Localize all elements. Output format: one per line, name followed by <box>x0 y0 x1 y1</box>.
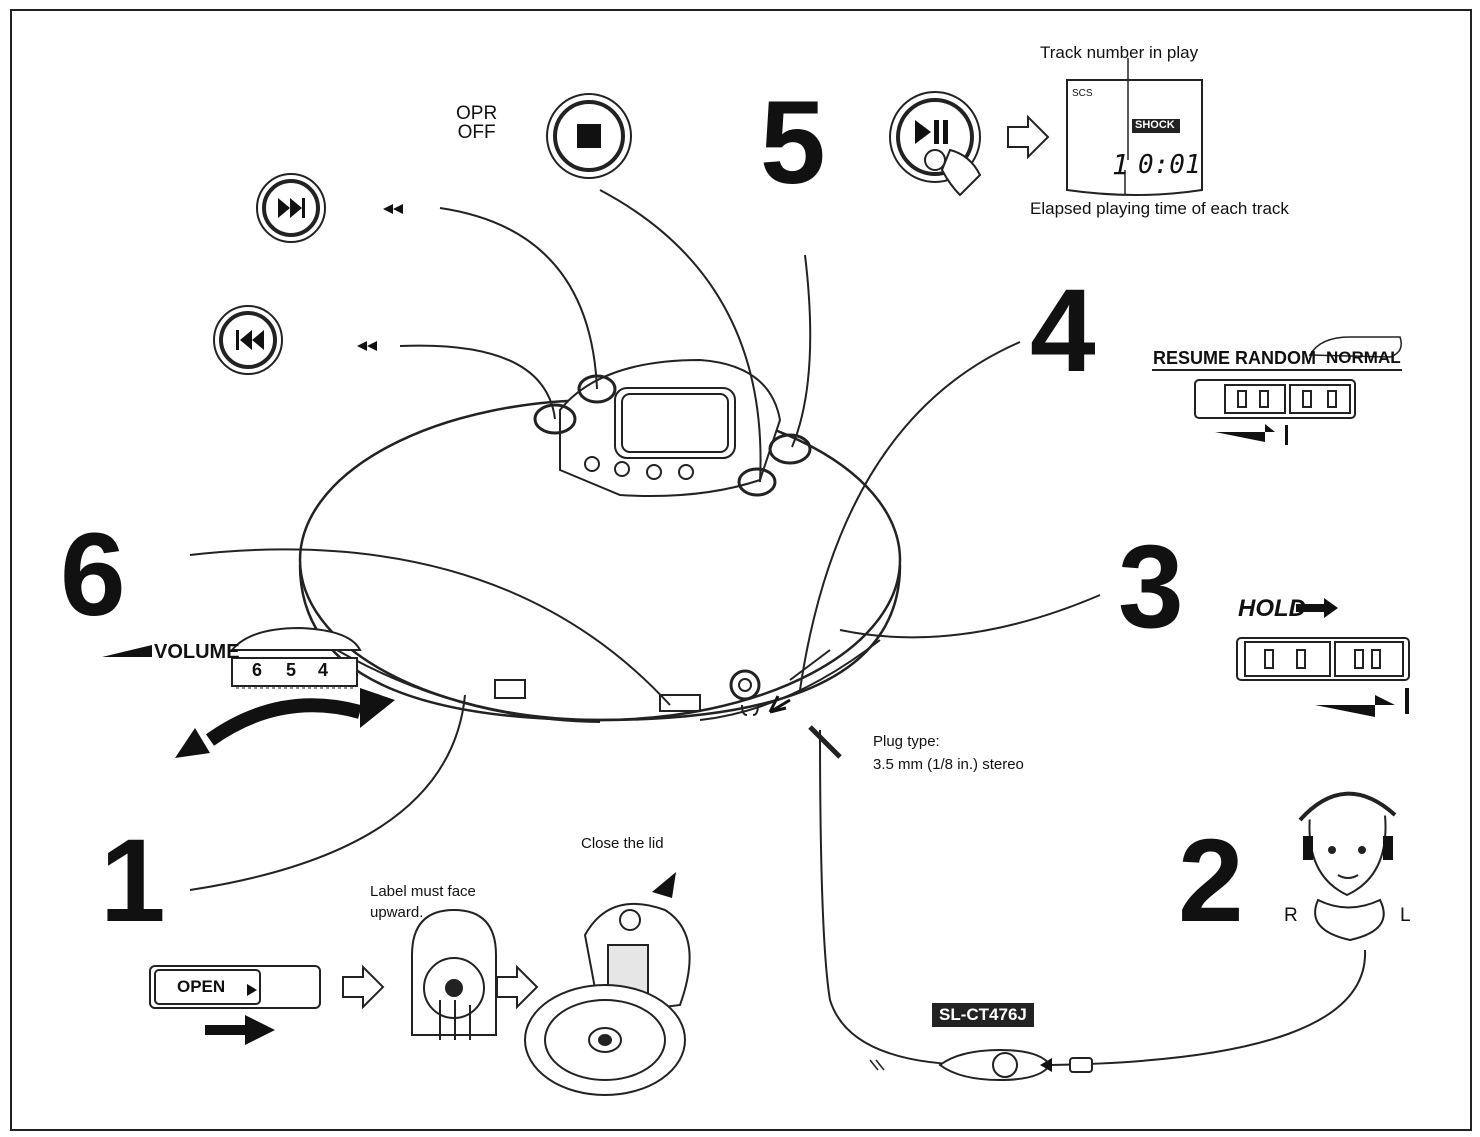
step-4-number: 4 <box>1030 265 1096 397</box>
scs-indicator: SCS <box>1072 88 1093 99</box>
resume-label: RESUME <box>1153 348 1231 368</box>
close-lid-label: Close the lid <box>581 835 664 852</box>
display-track-number: 1 <box>1112 148 1129 181</box>
left-ear-label: L <box>1400 905 1411 926</box>
normal-label: NORMAL <box>1326 348 1401 367</box>
volume-digit-4: 4 <box>318 660 329 680</box>
step-3-number: 3 <box>1118 521 1184 653</box>
step-2-number: 2 <box>1178 815 1244 947</box>
step-5-number: 5 <box>760 77 826 209</box>
volume-digit-6: 6 <box>252 660 263 680</box>
diagram-frame <box>10 9 1472 1131</box>
model-number-badge: SL-CT476J <box>932 1003 1034 1027</box>
label-face-line1: Label must face <box>370 883 476 900</box>
track-number-label: Track number in play <box>1040 43 1199 62</box>
shock-indicator: SHOCK <box>1135 119 1175 131</box>
right-ear-label: R <box>1284 905 1298 926</box>
random-label: RANDOM <box>1235 348 1316 368</box>
elapsed-time-label: Elapsed playing time of each track <box>1030 199 1289 218</box>
hold-label: HOLD <box>1238 595 1306 622</box>
label-face-line2: upward. <box>370 904 424 921</box>
volume-label: VOLUME <box>154 641 240 663</box>
plug-spec-label: 3.5 mm (1/8 in.) stereo <box>873 756 1024 773</box>
opr-off-label: OPR OFF <box>456 103 498 143</box>
volume-digit-5: 5 <box>286 660 297 680</box>
open-slider-label: OPEN <box>177 977 226 996</box>
step-1-number: 1 <box>100 815 166 947</box>
step-6-number: 6 <box>60 509 126 641</box>
plug-type-label: Plug type: <box>873 733 940 750</box>
display-elapsed-time: 0:01 <box>1138 150 1201 180</box>
